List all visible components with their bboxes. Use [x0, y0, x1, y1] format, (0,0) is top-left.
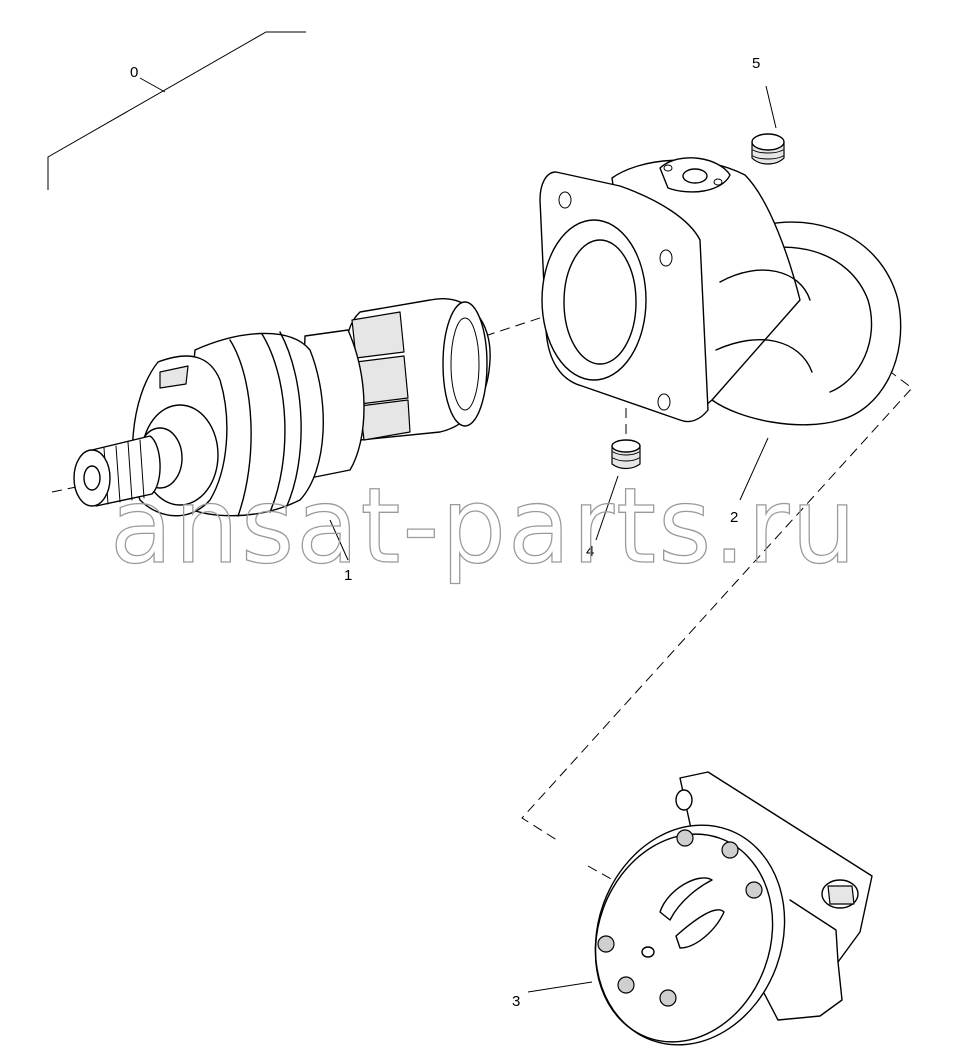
callout-3-label[interactable]: 3 [512, 993, 520, 1010]
part-2-housing[interactable] [539, 157, 902, 426]
callout-1-leader [329, 519, 349, 561]
part-4-plug[interactable] [611, 408, 641, 470]
callout-5-leader [765, 85, 777, 129]
assembly-bracket [47, 31, 306, 190]
port-plate-bolts [597, 829, 763, 1007]
callout-4-label[interactable]: 4 [586, 543, 594, 560]
callout-2-leader [739, 437, 769, 501]
callout-2-label[interactable]: 2 [730, 509, 738, 526]
callout-4-leader [595, 475, 619, 541]
watermark-text: ansat-parts.ru [110, 465, 858, 587]
part-3-port-plate[interactable] [565, 771, 873, 1057]
callout-3-leader [527, 981, 593, 993]
part-1-rotary-group[interactable] [73, 298, 491, 517]
callout-1-label[interactable]: 1 [344, 567, 352, 584]
part-5-plug[interactable] [751, 133, 785, 165]
callout-0-label[interactable]: 0 [130, 64, 138, 81]
callout-5-label[interactable]: 5 [752, 55, 760, 72]
